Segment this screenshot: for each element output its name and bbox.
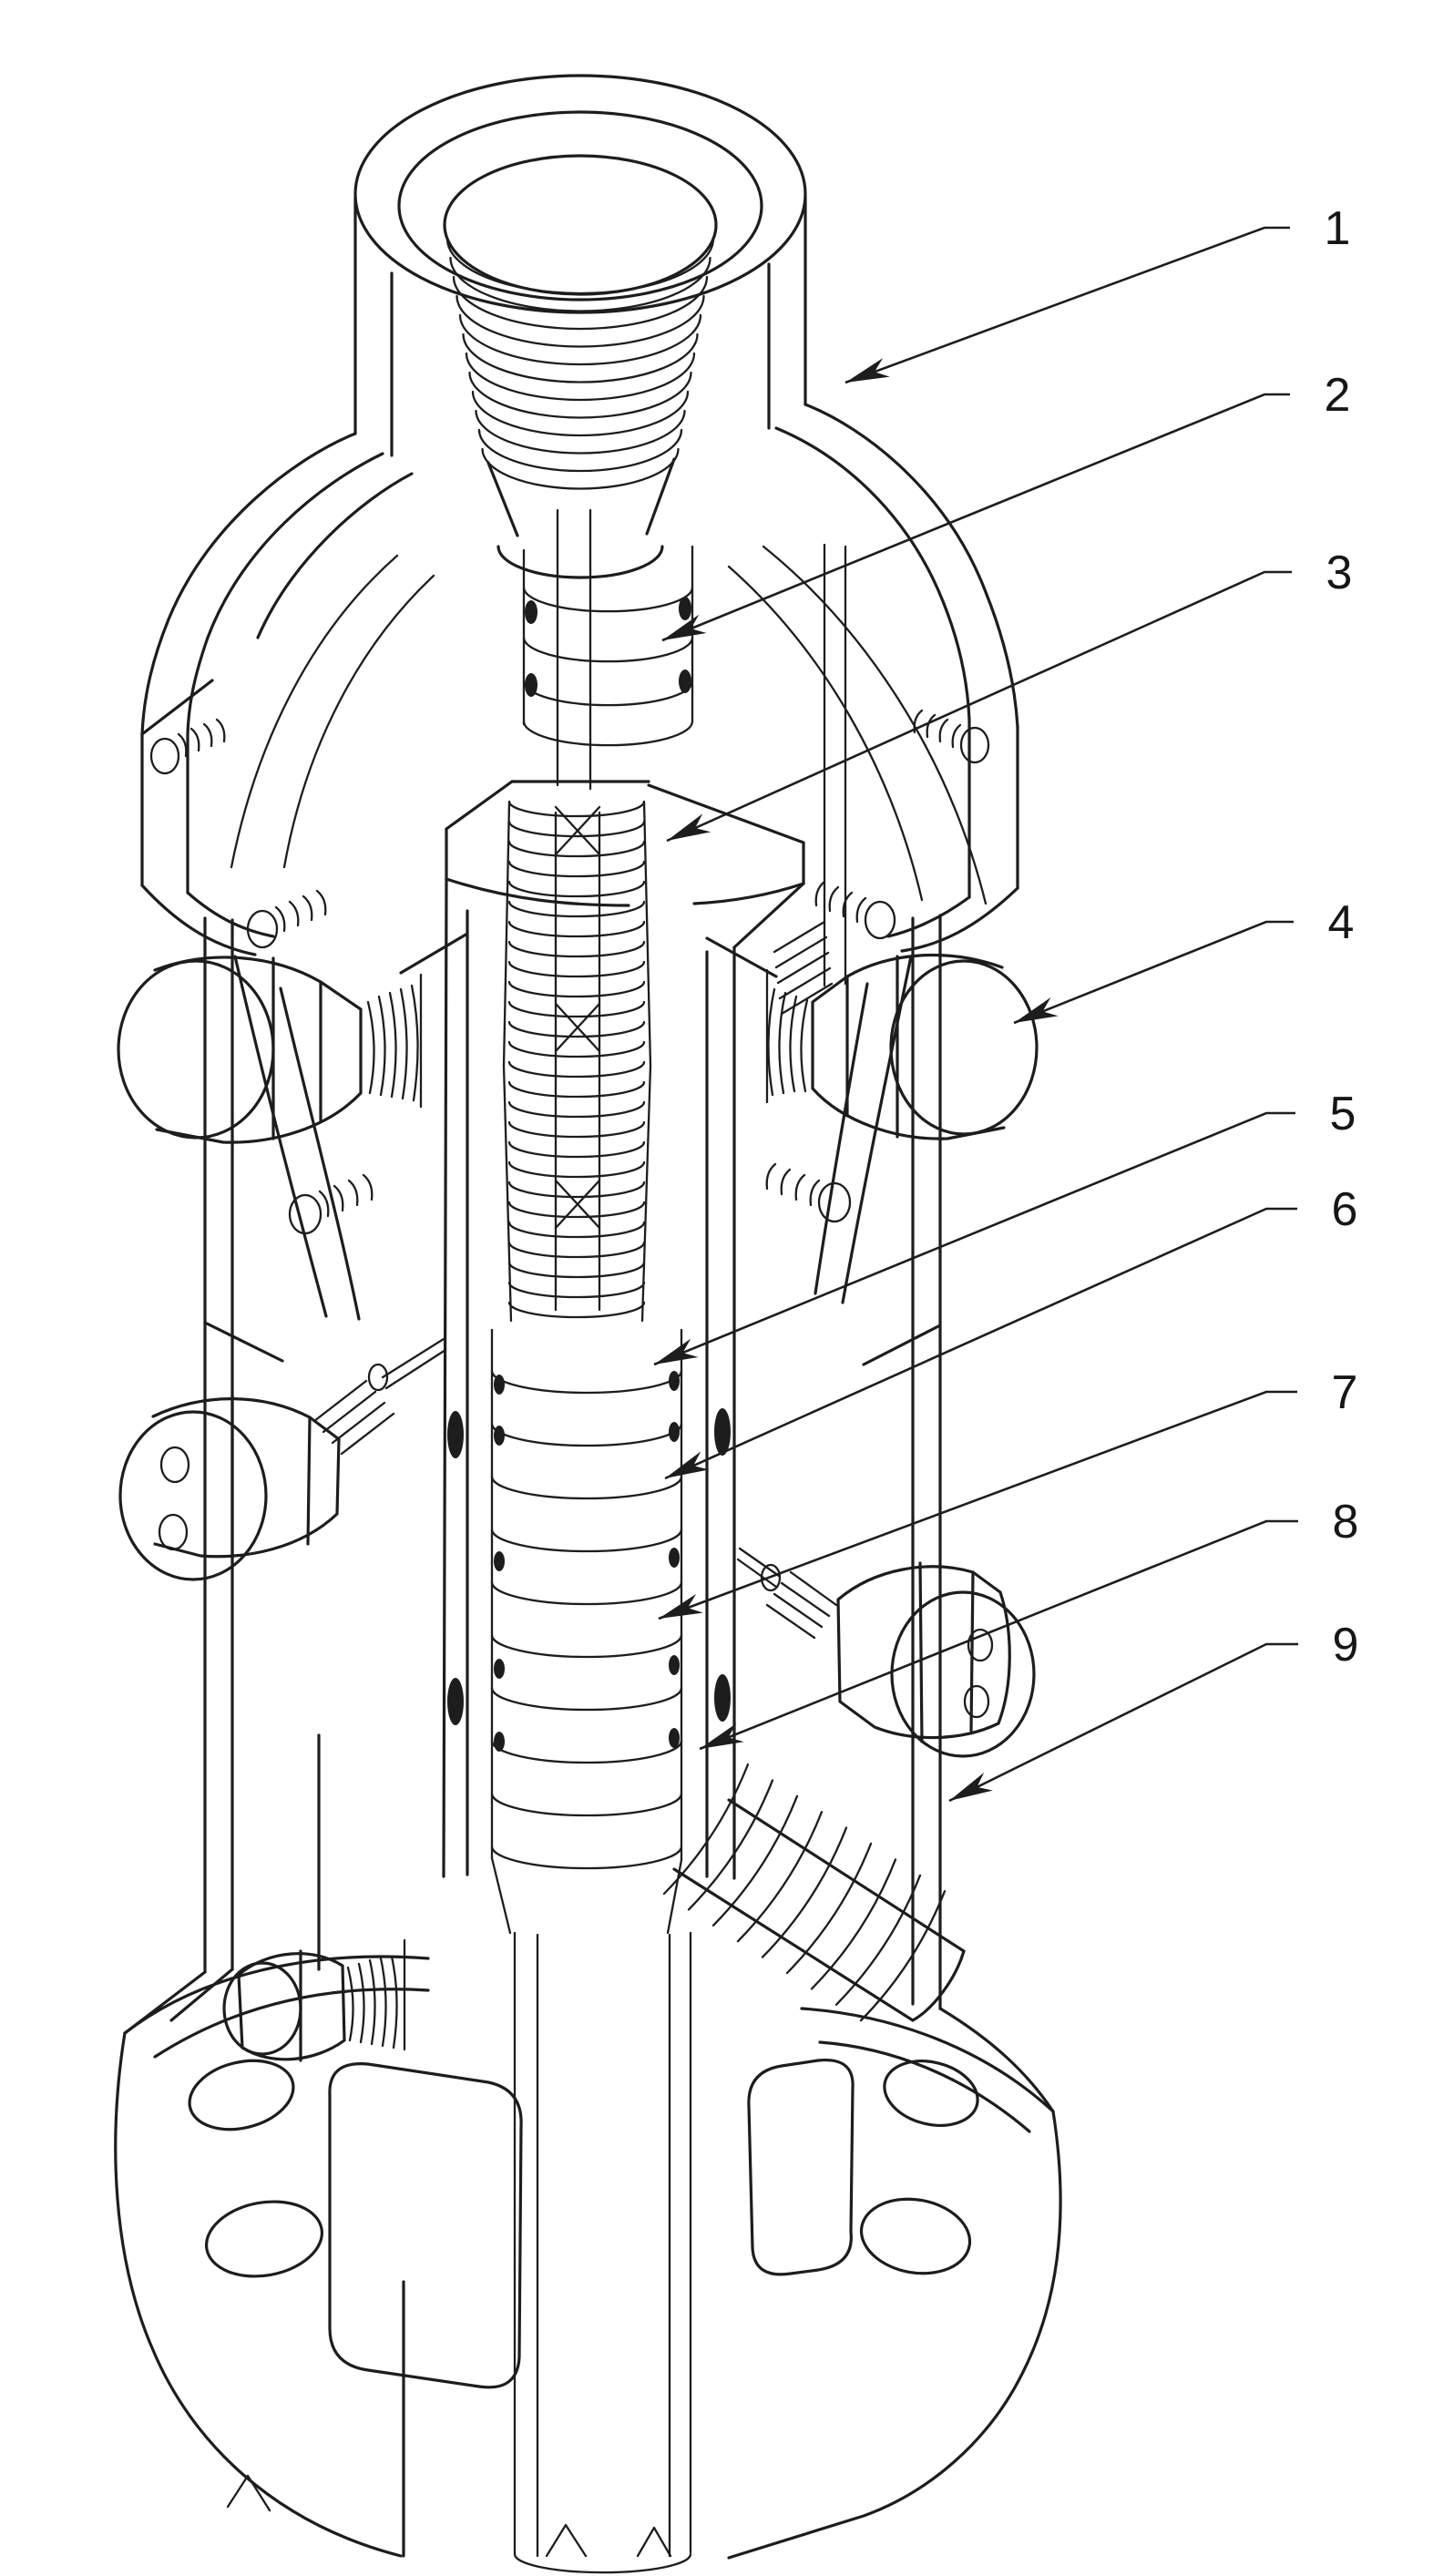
spring-screw-lower-left [288, 1173, 374, 1235]
callout-number: 8 [1333, 1496, 1359, 1549]
callout-number: 1 [1325, 202, 1351, 255]
callouts: 1 2 3 4 5 6 7 8 9 [653, 202, 1359, 1803]
callout-8: 8 [699, 1496, 1359, 1751]
spring-screw-mid-right [814, 880, 896, 940]
callout-number: 2 [1325, 369, 1351, 422]
leader-line [948, 1642, 1298, 1803]
pin-thread-ridges [662, 1763, 947, 2022]
leader-arrowhead [845, 358, 890, 383]
collar-shoulder [140, 403, 1019, 956]
callout-number: 9 [1333, 1619, 1359, 1671]
seal-blocks [447, 1408, 731, 1725]
base-flange-right [727, 2007, 1062, 2560]
leader-line [658, 1390, 1297, 1620]
hanger-stack [490, 1328, 683, 1935]
callout-1: 1 [844, 202, 1351, 384]
callout-7: 7 [658, 1366, 1358, 1620]
pin-thread-boss [672, 1798, 966, 2022]
callout-number: 3 [1326, 547, 1353, 599]
spring-screw-mid-left [246, 889, 327, 949]
upper-neck [353, 74, 807, 579]
hatch-right-of-mandrel [773, 920, 834, 1016]
body-outer-walls [203, 914, 942, 2010]
hex-plug-left [117, 956, 363, 1144]
callout-2: 2 [661, 369, 1351, 642]
gland-right-threads-and-rod [736, 1547, 838, 1640]
leader-arrowhead [654, 1338, 699, 1365]
gland-left-threads-and-rod [312, 1337, 447, 1456]
hex-plug-right-threads [765, 968, 809, 1104]
hex-plug-left-threads [366, 973, 423, 1109]
leader-line [666, 570, 1292, 843]
callout-5: 5 [653, 1088, 1356, 1366]
leader-line [1013, 920, 1294, 1025]
flange-bolt-left-threads [346, 1938, 406, 2051]
leader-line [653, 1111, 1295, 1366]
leader-arrowhead [659, 1593, 703, 1619]
gland-fitting-right [836, 1561, 1036, 1758]
mandrel-sleeve [399, 780, 805, 1880]
gland-fitting-left [118, 1394, 341, 1581]
leader-arrowhead [667, 813, 711, 841]
bottom-center-bore [513, 1931, 692, 2574]
spring-screw-upper-left [149, 718, 226, 775]
leader-arrowhead [662, 614, 707, 640]
callout-number: 7 [1332, 1366, 1358, 1419]
mandrel-thread-arcs [507, 800, 646, 1319]
leader-arrowhead [665, 1451, 710, 1478]
spring-screw-upper-right [913, 709, 990, 764]
leader-line [844, 226, 1290, 384]
hex-plug-right [811, 953, 1039, 1140]
leader-arrowhead [1014, 997, 1059, 1023]
threaded-mandrel [502, 800, 652, 1323]
leader-line [661, 393, 1290, 642]
callout-number: 6 [1332, 1183, 1358, 1236]
stem-o-rings [525, 597, 691, 697]
leader-line [664, 1207, 1297, 1480]
callout-3: 3 [666, 547, 1353, 843]
stack-o-rings [494, 1371, 680, 1752]
internal-thread-bore [445, 237, 715, 490]
base-flange-left [114, 1955, 523, 2558]
callout-number: 4 [1328, 896, 1355, 949]
callout-4: 4 [1013, 896, 1355, 1025]
callout-9: 9 [948, 1619, 1359, 1803]
callout-6: 6 [664, 1183, 1358, 1480]
stack-section-arcs [490, 1369, 683, 1870]
callout-number: 5 [1330, 1088, 1356, 1140]
flange-bolt-left [222, 1949, 346, 2062]
leader-arrowhead [949, 1772, 993, 1801]
leader-line [699, 1519, 1298, 1751]
leader-arrowhead [700, 1722, 744, 1749]
spring-screw-lower-right [765, 1162, 852, 1223]
